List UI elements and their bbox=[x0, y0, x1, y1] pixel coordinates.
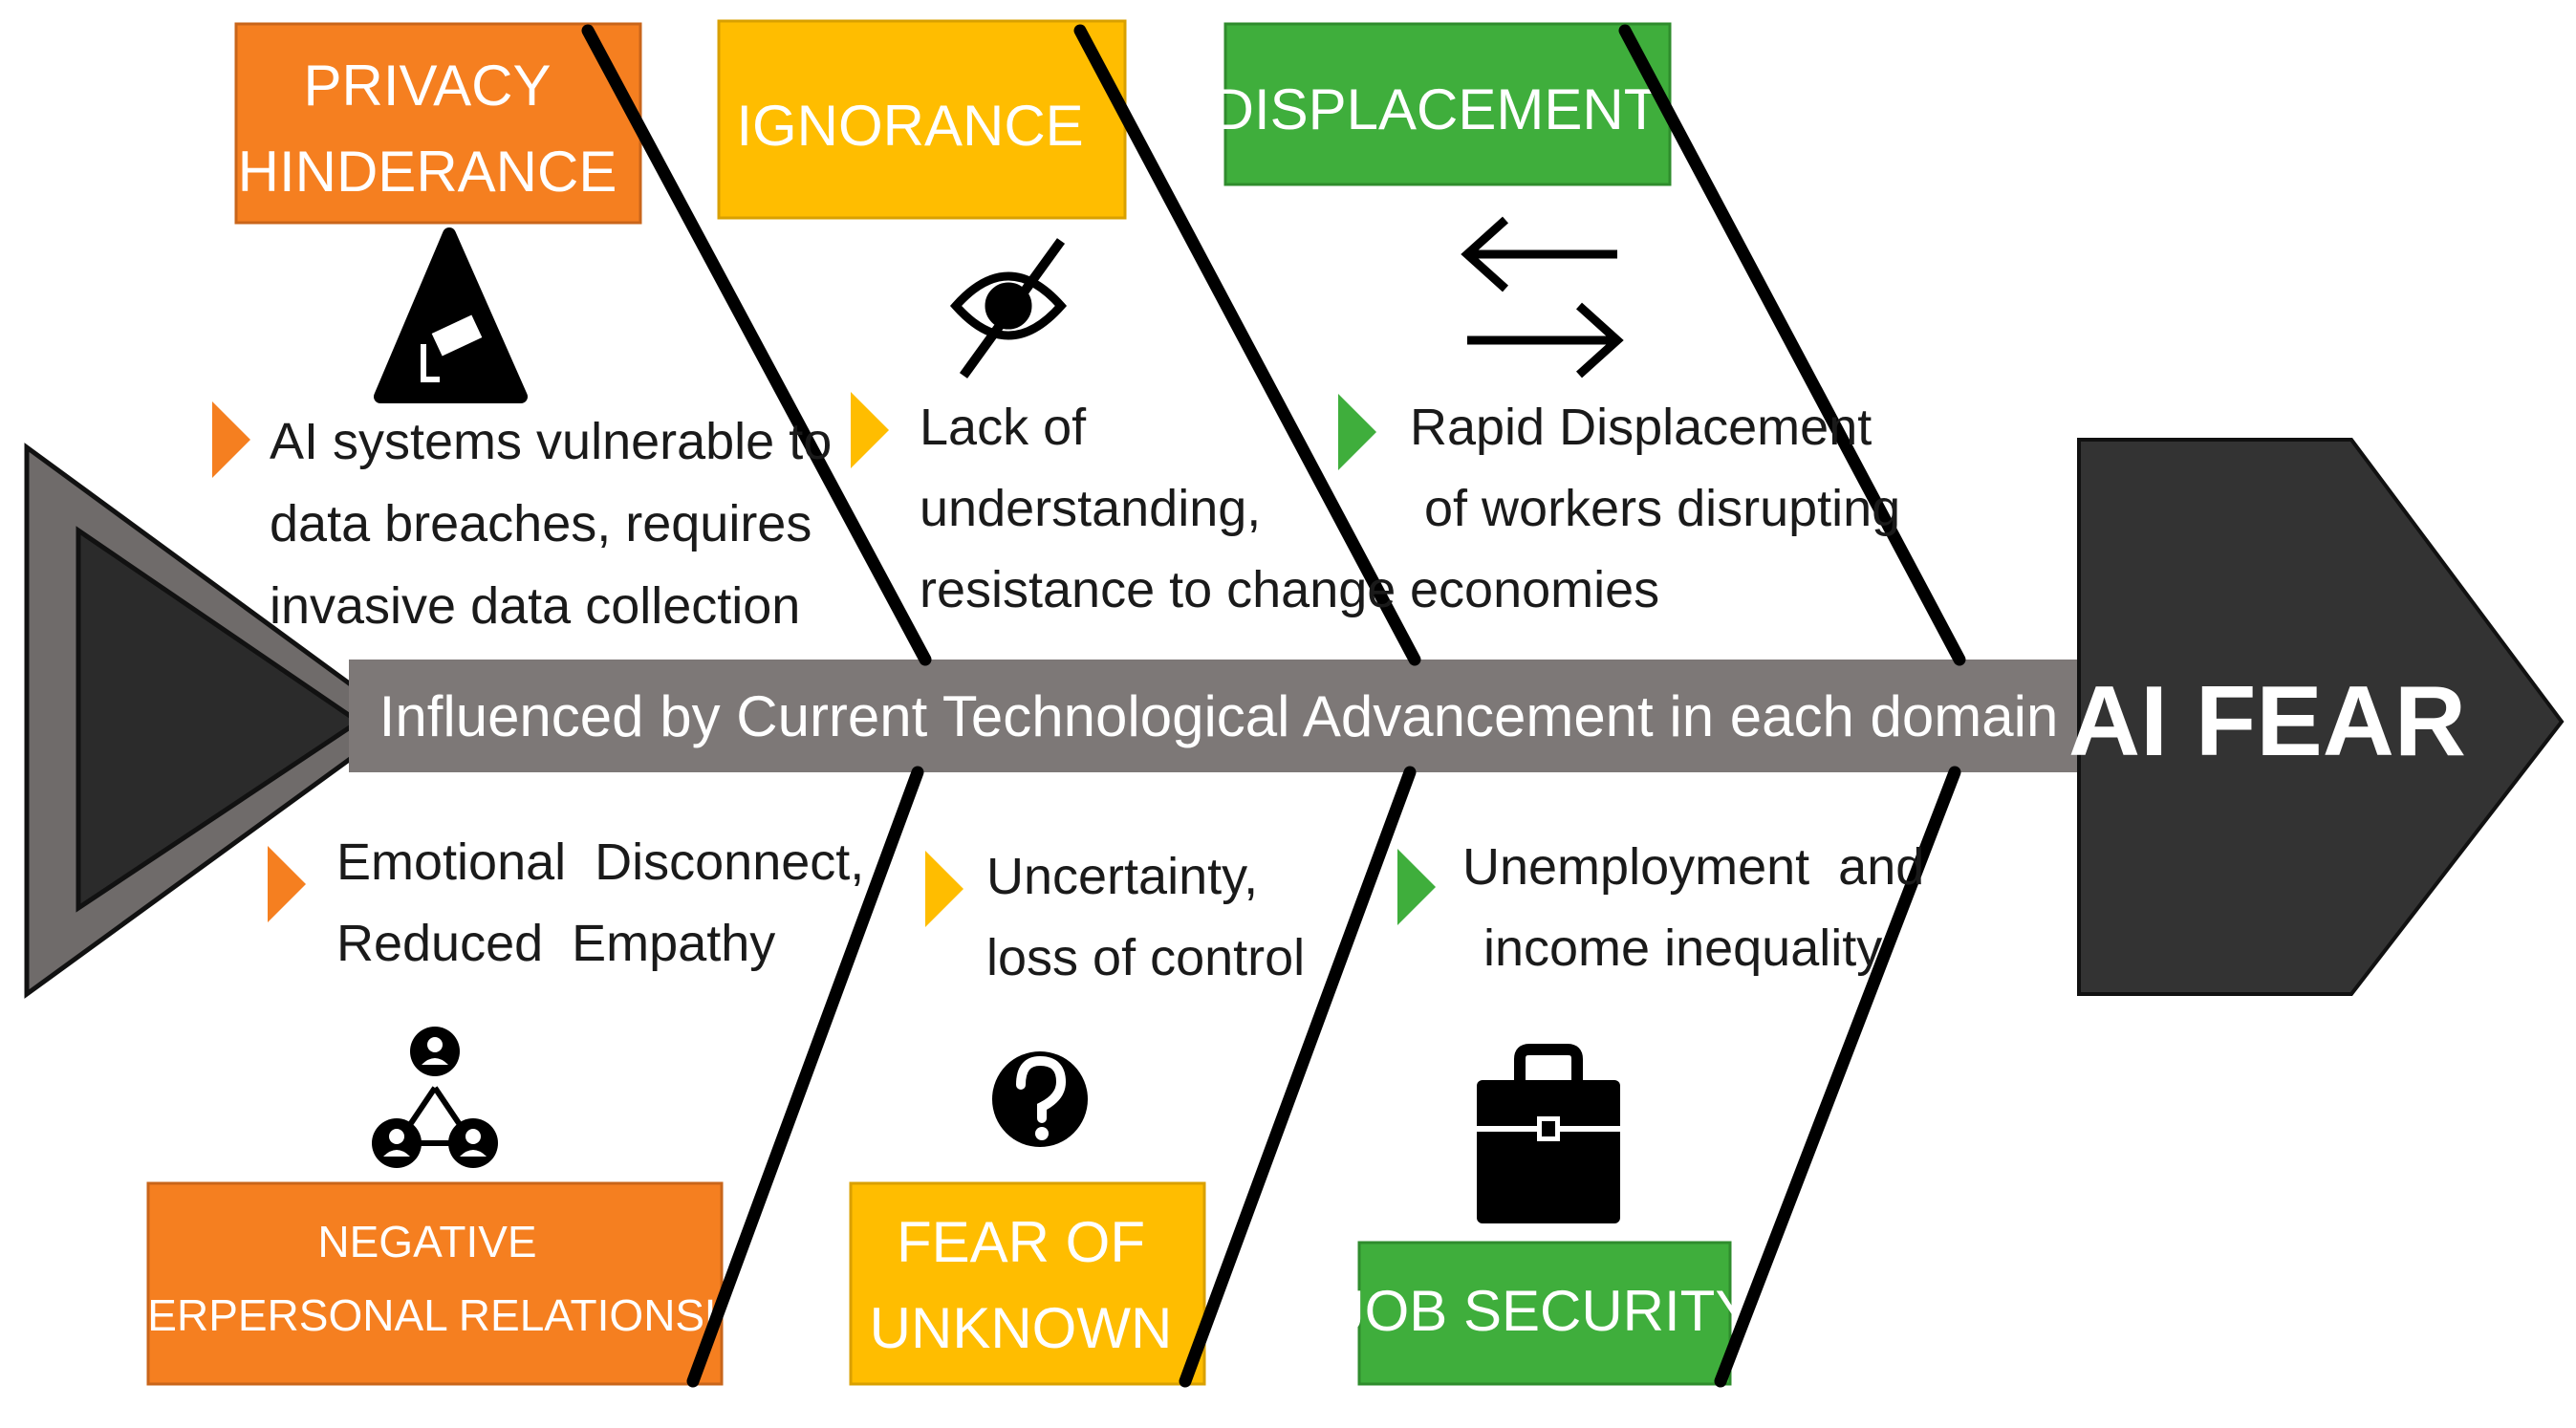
description-bottom-1: Emotional Disconnect, Reduced Empathy bbox=[336, 833, 864, 972]
bone-top-2 bbox=[1073, 24, 1421, 666]
category-box-negative-interpersonal bbox=[146, 1181, 724, 1386]
category-box-privacy-hinderance bbox=[234, 22, 642, 225]
description-line: Uncertainty, bbox=[986, 848, 1258, 905]
category-label: INTERPERSONAL RELATIONSHIP bbox=[76, 1290, 778, 1340]
bullet-markers bbox=[212, 392, 1436, 927]
spine-label: Influenced by Current Technological Adva… bbox=[379, 684, 2059, 748]
description-top-2: Lack of understanding, resistance to cha… bbox=[920, 399, 1396, 618]
category-label: NEGATIVE bbox=[317, 1217, 536, 1266]
description-line: Reduced Empathy bbox=[336, 915, 775, 972]
description-line: Unemployment and bbox=[1462, 838, 1924, 896]
bullet-marker-yellow bbox=[851, 392, 889, 468]
description-line: resistance to change bbox=[920, 561, 1396, 618]
briefcase-icon bbox=[1477, 1044, 1620, 1223]
surveillance-camera-warning-icon bbox=[374, 227, 528, 403]
bone-bottom-2 bbox=[1179, 766, 1417, 1388]
description-bottom-2: Uncertainty, loss of control bbox=[986, 848, 1305, 986]
category-label: PRIVACY bbox=[304, 54, 552, 118]
description-line: AI systems vulnerable to bbox=[270, 413, 832, 470]
bullet-marker-orange bbox=[268, 846, 306, 922]
description-top-1: AI systems vulnerable to data breaches, … bbox=[270, 413, 832, 635]
description-line: Rapid Displacement bbox=[1410, 399, 1872, 456]
top-category-3: DISPLACEMENT bbox=[1213, 22, 1672, 186]
description-line: economies bbox=[1410, 561, 1659, 618]
bone-top-3 bbox=[1618, 24, 1966, 666]
description-line: income inequality bbox=[1483, 920, 1882, 977]
top-category-1: PRIVACY HINDERANCE bbox=[234, 22, 642, 225]
description-line: loss of control bbox=[986, 929, 1305, 986]
bullet-marker-orange bbox=[212, 401, 250, 478]
description-bottom-3: Unemployment and income inequality bbox=[1462, 838, 1924, 977]
bottom-category-3: JOB SECURITY bbox=[1336, 1241, 1754, 1386]
head-label: AI FEAR bbox=[2068, 666, 2466, 777]
people-network-icon bbox=[372, 1027, 498, 1168]
fish-tail bbox=[24, 443, 406, 999]
bullet-marker-green bbox=[1397, 849, 1436, 925]
bullet-marker-yellow bbox=[925, 851, 963, 927]
category-box-fear-of-unknown bbox=[849, 1181, 1206, 1386]
bottom-category-2: FEAR OF UNKNOWN bbox=[849, 1181, 1206, 1386]
bone-top-1 bbox=[581, 24, 932, 666]
top-category-2: IGNORANCE bbox=[717, 19, 1127, 220]
category-box-job-security bbox=[1357, 1241, 1732, 1386]
bone-bottom-3 bbox=[1714, 766, 1961, 1388]
bullet-marker-green bbox=[1338, 394, 1376, 470]
category-label: DISPLACEMENT bbox=[1213, 77, 1659, 141]
category-label: UNKNOWN bbox=[870, 1296, 1173, 1360]
category-label: FEAR OF bbox=[897, 1210, 1145, 1274]
description-top-3: Rapid Displacement of workers disrupting… bbox=[1410, 399, 1900, 618]
category-label: IGNORANCE bbox=[736, 94, 1083, 158]
fish-spine: Influenced by Current Technological Adva… bbox=[349, 660, 2089, 772]
description-line: of workers disrupting bbox=[1410, 480, 1900, 537]
eye-slash-icon bbox=[949, 238, 1068, 379]
description-line: invasive data collection bbox=[270, 577, 800, 635]
category-label: JOB SECURITY bbox=[1336, 1279, 1754, 1343]
question-circle-icon bbox=[992, 1051, 1088, 1147]
bone-bottom-1 bbox=[686, 766, 924, 1388]
description-line: understanding, bbox=[920, 480, 1261, 537]
fish-bones bbox=[581, 24, 1966, 1388]
description-line: Emotional Disconnect, bbox=[336, 833, 864, 891]
bottom-category-1: NEGATIVE INTERPERSONAL RELATIONSHIP bbox=[76, 1181, 778, 1386]
category-label: HINDERANCE bbox=[238, 140, 617, 204]
fish-head: AI FEAR bbox=[2068, 438, 2565, 996]
description-line: Lack of bbox=[920, 399, 1087, 456]
description-line: data breaches, requires bbox=[270, 495, 812, 552]
swap-arrows-icon bbox=[1461, 216, 1624, 379]
